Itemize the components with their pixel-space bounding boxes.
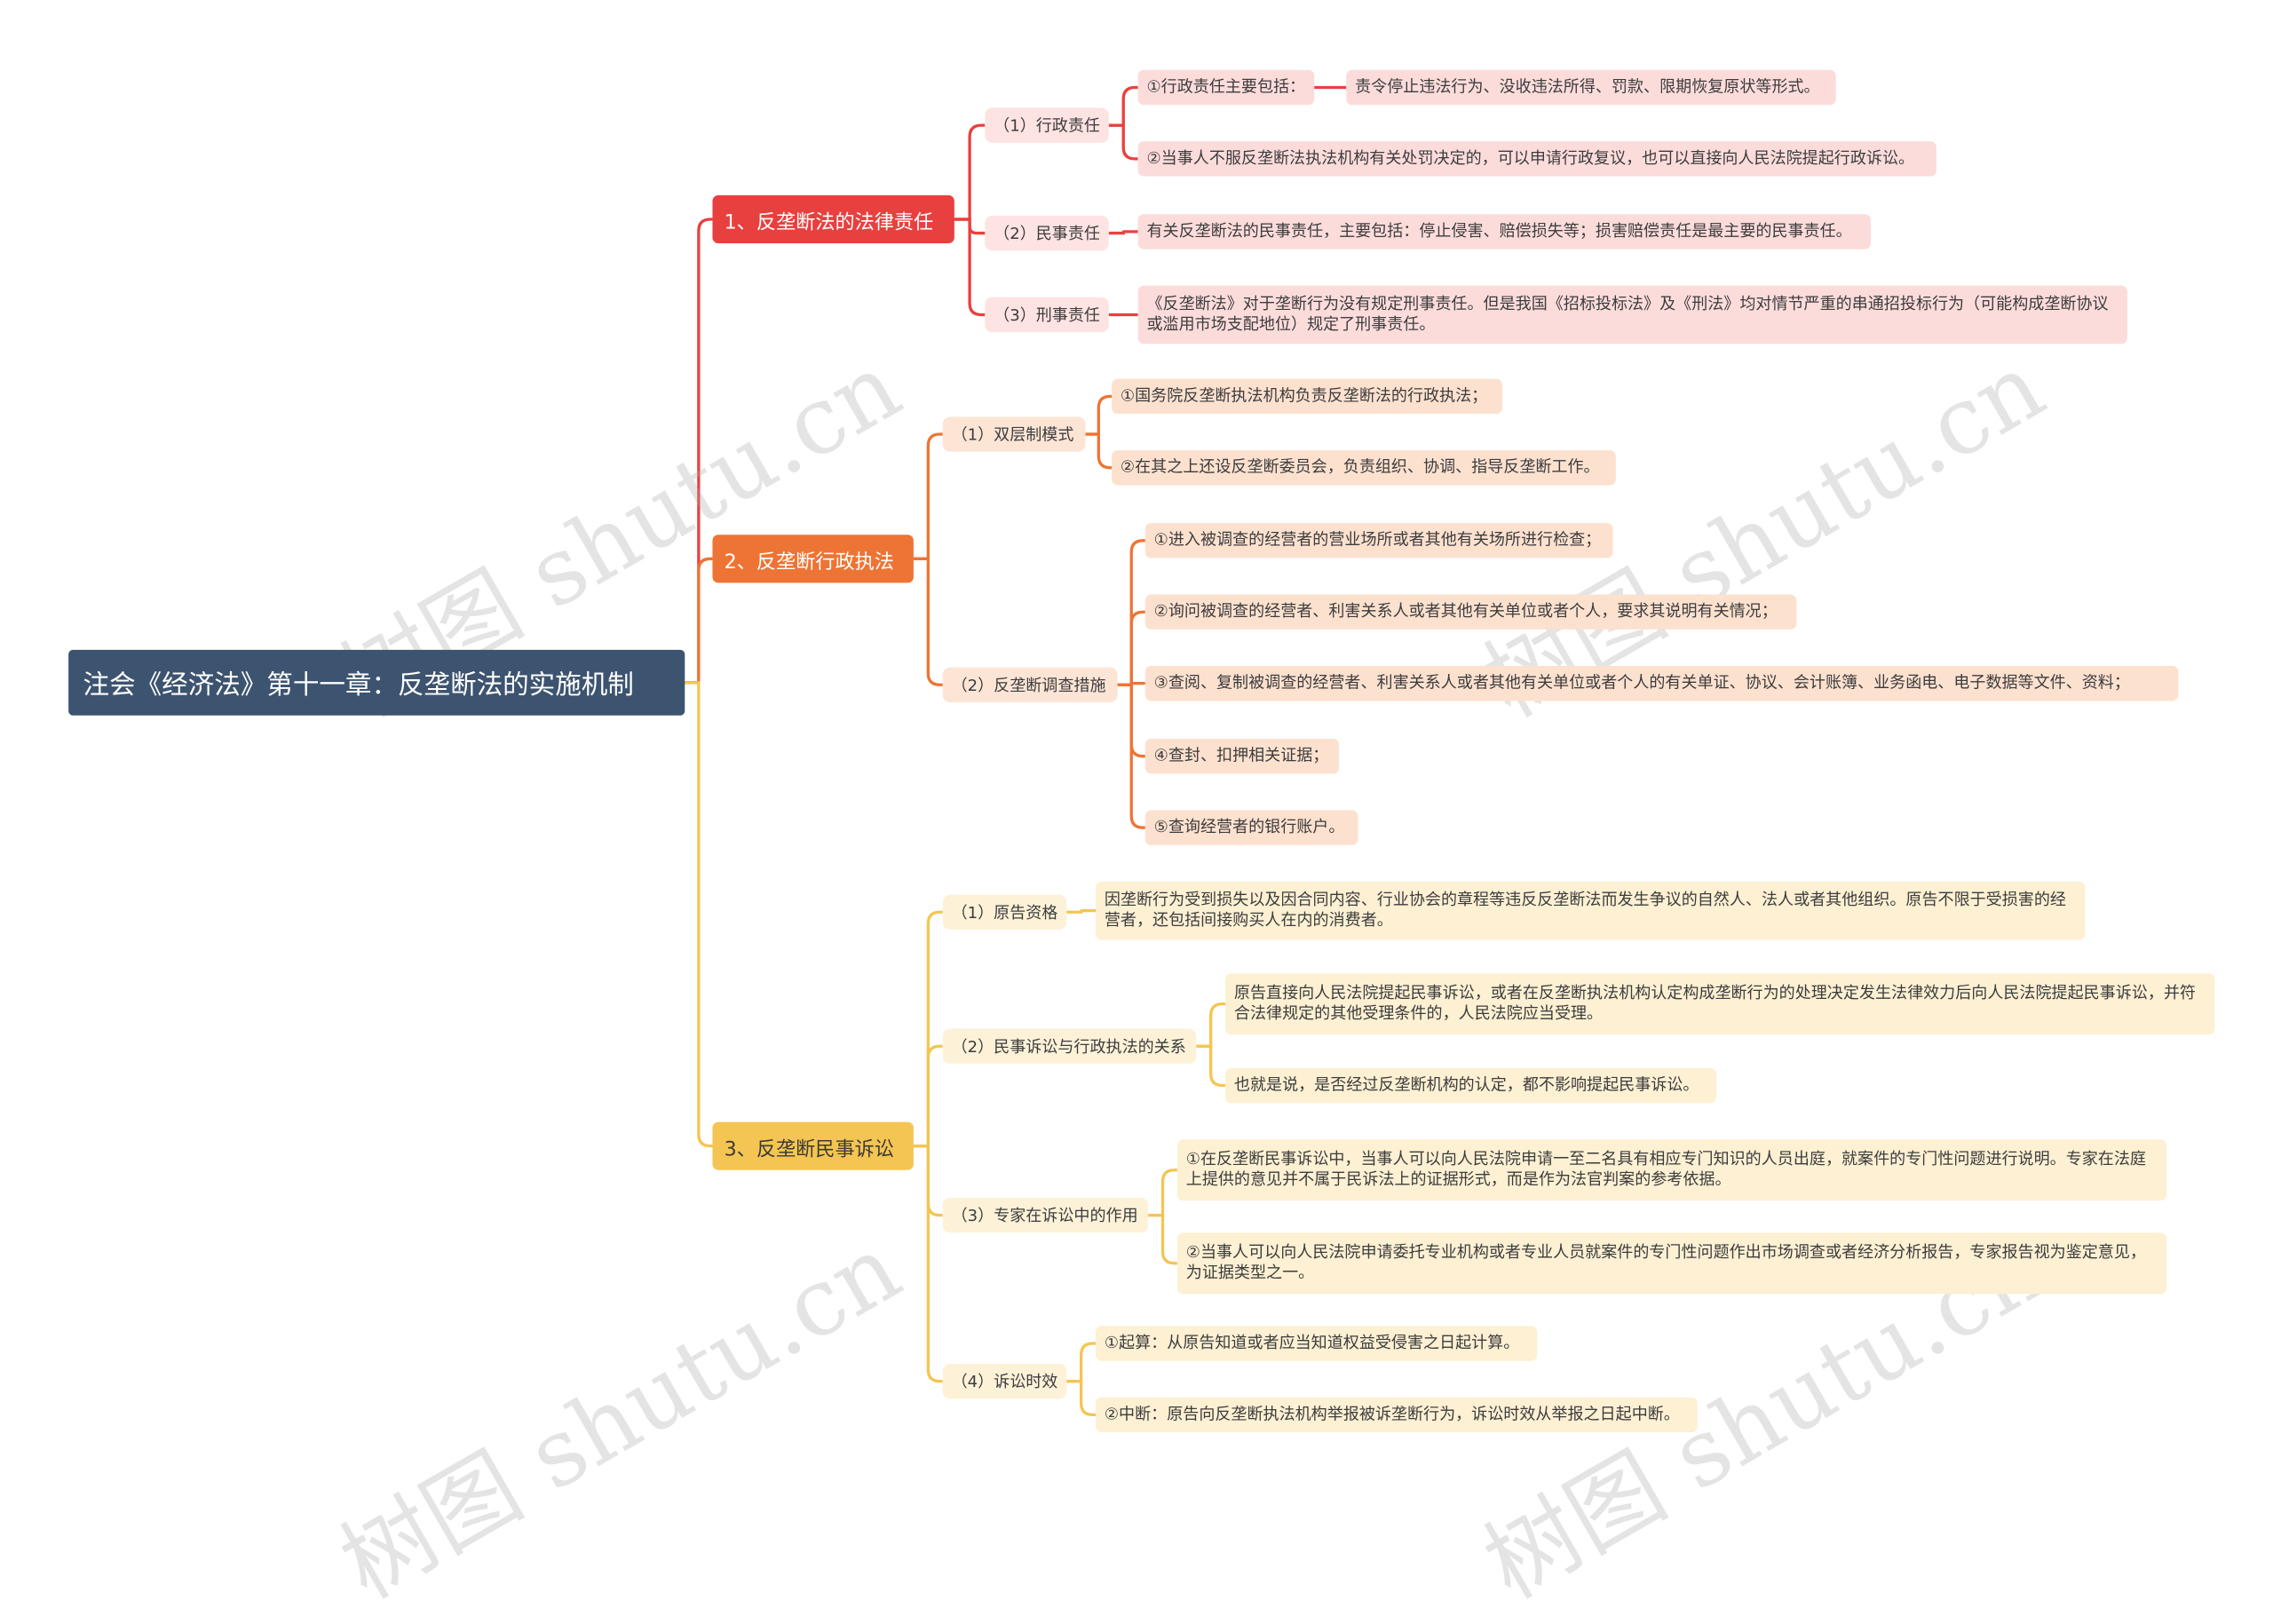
connector-line — [1148, 1213, 1177, 1265]
leaf-measure-bank-accounts[interactable]: ⑤查询经营者的银行账户。 — [1144, 810, 1358, 845]
connector-line — [1117, 683, 1145, 829]
leaf-plaintiff-scope[interactable]: 因垄断行为受到损失以及因合同内容、行业协会的章程等违反反垄断法而发生争议的自然人… — [1096, 881, 2086, 940]
connector-line — [913, 1145, 943, 1383]
root-topic[interactable]: 注会《经济法》第十一章：反垄断法的实施机制 — [68, 649, 685, 716]
leaf-state-council-agency[interactable]: ①国务院反垄断执法机构负责反垄断法的行政执法； — [1112, 378, 1502, 415]
connector-line — [954, 218, 986, 317]
leaf-limitation-start[interactable]: ①起算：从原告知道或者应当知道权益受侵害之日起计算。 — [1096, 1326, 1538, 1361]
connector-line — [685, 681, 713, 1148]
topic-dual-layer-mode[interactable]: （1）双层制模式 — [942, 416, 1086, 452]
connector-lines — [685, 85, 1347, 1417]
connector-line — [913, 432, 943, 560]
leaf-measure-seize-evidence[interactable]: ④查封、扣押相关证据； — [1144, 738, 1340, 774]
topic-civil-vs-administrative[interactable]: （2）民事诉讼与行政执法的关系 — [942, 1028, 1197, 1064]
leaf-admin-liability-forms[interactable]: ①行政责任主要包括： — [1137, 69, 1315, 106]
connector-line — [1148, 1168, 1177, 1217]
connector-line — [1066, 908, 1097, 914]
connector-line — [1085, 394, 1113, 436]
topic-limitation-period[interactable]: （4）诉讼时效 — [942, 1363, 1067, 1399]
leaf-admin-review[interactable]: ②当事人不服反垄断法执法机构有关处罚决定的，可以申请行政复议，也可以直接向人民法… — [1137, 141, 1936, 177]
connector-line — [913, 557, 943, 686]
connector-line — [1066, 1342, 1097, 1383]
connector-line — [913, 1044, 943, 1148]
branch-civil-litigation[interactable]: 3、反垄断民事诉讼 — [712, 1121, 914, 1170]
connector-line — [1108, 123, 1138, 161]
topic-civil-liability[interactable]: （2）民事责任 — [985, 215, 1109, 251]
topic-investigation-measures[interactable]: （2）反垄断调查措施 — [942, 667, 1118, 702]
connector-line — [1085, 432, 1113, 470]
leaf-limitation-interruption[interactable]: ②中断：原告向反垄断执法机构举报被诉垄断行为，诉讼时效从举报之日起中断。 — [1096, 1397, 1698, 1433]
leaf-no-prior-determination[interactable]: 也就是说，是否经过反垄断机构的认定，都不影响提起民事诉讼。 — [1225, 1067, 1717, 1104]
connector-line — [1066, 1380, 1097, 1417]
branch-legal-liability[interactable]: 1、反垄断法的法律责任 — [712, 194, 954, 244]
connector-line — [1108, 85, 1138, 127]
connector-line — [1196, 1002, 1226, 1048]
connector-line — [685, 557, 713, 685]
connector-line — [1117, 610, 1145, 686]
leaf-expert-report[interactable]: ②当事人可以向人民法院申请委托专业机构或者专业人员就案件的专门性问题作出市场调查… — [1176, 1232, 2167, 1295]
leaf-admin-liability-detail[interactable]: 责令停止违法行为、没收违法所得、罚款、限期恢复原状等形式。 — [1346, 69, 1836, 106]
leaf-measure-inspection[interactable]: ①进入被调查的经营者的营业场所或者其他有关场所进行检查； — [1144, 523, 1613, 558]
leaf-expert-testimony[interactable]: ①在反垄断民事诉讼中，当事人可以向人民法院申请一至二名具有相应专门知识的人员出庭… — [1176, 1139, 2167, 1201]
connector-line — [913, 910, 943, 1148]
leaf-direct-civil-suit[interactable]: 原告直接向人民法院提起民事诉讼，或者在反垄断执法机构认定构成垄断行为的处理决定发… — [1225, 973, 2215, 1035]
connector-line — [1196, 1044, 1226, 1088]
leaf-measure-inquiry[interactable]: ②询问被调查的经营者、利害关系人或者其他有关单位或者个人，要求其说明有关情况； — [1144, 594, 1797, 630]
topic-administrative-liability[interactable]: （1）行政责任 — [985, 107, 1109, 143]
leaf-measure-copy-documents[interactable]: ③查阅、复制被调查的经营者、利害关系人或者其他有关单位或者个人的有关单证、协议、… — [1144, 665, 2179, 701]
leaf-criminal-liability[interactable]: 《反垄断法》对于垄断行为没有规定刑事责任。但是我国《招标投标法》及《刑法》均对情… — [1137, 285, 2127, 345]
topic-experts-in-litigation[interactable]: （3）专家在诉讼中的作用 — [942, 1197, 1149, 1233]
connector-line — [1117, 539, 1145, 686]
connector-line — [954, 123, 986, 221]
topic-plaintiff-qualification[interactable]: （1）原告资格 — [942, 894, 1067, 930]
branch-administrative-enforcement[interactable]: 2、反垄断行政执法 — [712, 535, 914, 583]
leaf-antimonopoly-committee[interactable]: ②在其之上还设反垄断委员会，负责组织、协调、指导反垄断工作。 — [1112, 450, 1616, 486]
mind-map: 树图 shutu.cn 树图 shutu.cn 树图 shutu.cn 树图 s… — [68, 69, 2215, 1620]
connector-line — [685, 218, 713, 685]
connector-line — [1108, 230, 1138, 235]
topic-criminal-liability[interactable]: （3）刑事责任 — [985, 297, 1109, 333]
leaf-civil-liability[interactable]: 有关反垄断法的民事责任，主要包括：停止侵害、赔偿损失等；损害赔偿责任是最主要的民… — [1137, 214, 1872, 250]
